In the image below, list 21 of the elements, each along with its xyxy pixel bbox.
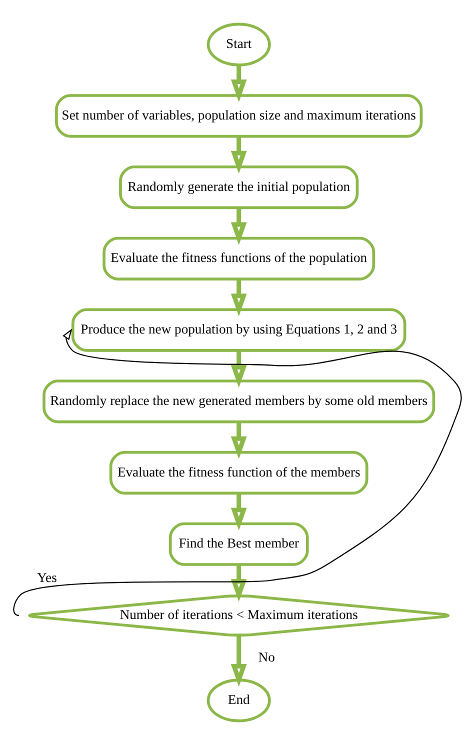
arrow (230, 564, 246, 602)
arrow (230, 422, 246, 460)
node-box: Randomly generate the initial population (118, 165, 358, 210)
node-box: Evaluate the fitness function of the members (108, 450, 368, 495)
arrow (230, 136, 246, 174)
node-box: Set number of variables, population size and maximum iterations (54, 94, 422, 138)
arrow (230, 279, 246, 316)
edge-label: No (258, 649, 274, 664)
arrow (230, 65, 246, 102)
arrow (230, 636, 246, 687)
node-box: Randomly replace the new generated members by some old members (42, 380, 435, 424)
arrow (230, 350, 246, 388)
node-ellipse: End (206, 678, 270, 722)
node-box: Find the Best member (168, 522, 308, 566)
arrow (230, 208, 246, 245)
edge-label: Yes (36, 570, 56, 585)
node-box: Evaluate the fitness functions of the population (102, 236, 375, 280)
arrow (12, 328, 462, 616)
node-box: Produce the new population by using Equations 1, 2 and 3 (70, 308, 406, 352)
node-ellipse: Start (206, 22, 270, 66)
arrow (230, 494, 246, 530)
